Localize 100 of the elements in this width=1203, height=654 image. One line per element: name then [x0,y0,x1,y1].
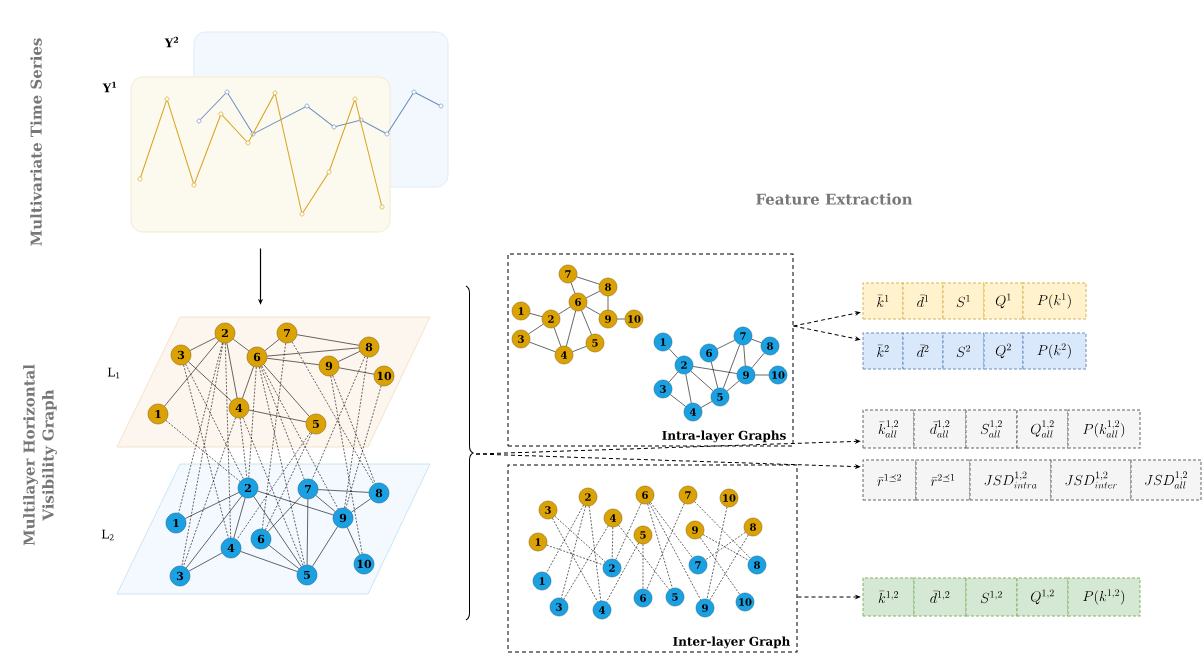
graph-edge [706,506,728,600]
node-label: Y$^{1}$ [102,81,117,93]
node-label: L [107,367,115,377]
graph-edge [181,342,224,567]
feature-cell: $S^{1}$ [942,282,985,320]
feature-cell: $S^{1,2}_{all}$ [965,409,1018,449]
graph-edge [332,375,376,484]
graph-edge [710,361,719,389]
feature-cell: $\bar{d}^{2}$ [902,332,944,370]
graph-edge [586,290,601,299]
dashed-arrow [475,453,860,469]
graph-edge [585,306,601,315]
feature-cell: $JSD^{1,2}_{inter}$ [1050,459,1132,501]
feature-cell: $\bar{r}^{1\preceq 2}$ [862,459,917,501]
graph-edge [692,366,738,374]
graph-edge [266,347,360,357]
graph-edge [242,366,254,399]
graph-edge [566,310,576,347]
graph-edge [646,503,685,590]
graph-edge [717,339,736,350]
graph-edge [317,489,370,493]
graph-edge [670,394,686,407]
node-label: L$_{2}$ [101,529,114,541]
graph-edge [700,537,741,595]
graph-edge [338,367,375,375]
graph-edge [700,401,713,408]
graph-edge [315,495,336,512]
feature-cell: $\bar{k}^{2}$ [862,332,904,370]
graph-edge [722,344,741,389]
graph-edge [236,432,311,540]
dashed-arrow [793,311,861,327]
graph-edge [337,351,361,362]
section-title: Multivariate Time Series [30,38,42,246]
graph-edge [242,417,304,566]
graph-edge [312,526,338,567]
feature-cell: $P(k^{1,2})$ [1067,577,1141,617]
node-label: Y$^{2}$ [164,36,179,48]
section-title: Multilayer Horizontal Visibility Graph [23,364,57,546]
graph-edge [226,342,238,399]
graph-edge [642,543,644,590]
section-title: Feature Extraction [756,193,913,205]
graph-edge [754,374,770,376]
graph-edge [616,318,626,320]
graph-edge [576,276,600,285]
graph-edge [184,492,240,519]
graph-edge [257,490,334,516]
graph-edge [164,340,219,407]
graph-edge [296,334,360,346]
feature-cell: $S^{2}$ [942,332,985,370]
graph-edge [261,365,339,510]
graph-edge [611,526,614,560]
graph-edge [185,363,244,480]
graph-edge [529,313,543,317]
graph-edge [239,417,248,479]
graph-edge [751,352,765,369]
graph-edge [685,373,692,404]
feature-cell: $\bar{k}^{1,2}_{all}$ [862,409,915,449]
graph-edge [240,551,298,572]
graph-edge [265,432,312,531]
dashed-arrow [797,595,860,599]
feature-cell: $P(k^{1})$ [1022,282,1087,320]
graph-edge [253,496,302,567]
graph-edge [264,339,280,351]
graph-edge [554,515,606,563]
graph-edge [561,505,586,599]
graph-edge [552,517,598,603]
graph-edge [743,344,746,367]
graph-edge [346,527,361,555]
feature-cell: $Q^{1}$ [983,282,1024,320]
graph-edge [262,342,287,530]
feature-cell: $\bar{r}^{2\preceq 1}$ [915,459,971,501]
graph-edge [260,366,305,480]
graph-edge [311,356,366,480]
graph-edge [189,337,217,351]
graph-edge [306,498,309,566]
feature-cell: $JSD^{1,2}_{intra}$ [969,459,1052,501]
graph-edge [248,409,307,423]
feature-cell: $JSD^{1,2}_{all}$ [1130,459,1202,501]
graph-edge [751,338,762,344]
feature-cell: $\bar{d}^{1,2}_{all}$ [913,409,967,449]
feature-cell: $\bar{k}^{1,2}$ [862,577,915,617]
feature-cell: $Q^{1,2}$ [1016,577,1069,617]
graph-edge [558,306,571,315]
graph-edge [572,346,587,352]
feature-cell: $P(k^{2})$ [1022,332,1087,370]
feature-cell: $Q^{2}$ [983,332,1024,370]
graph-edge [233,497,246,539]
graph-edge [225,342,231,539]
graph-edge [668,371,679,383]
graph-edge [263,364,310,417]
graph-edge [668,348,679,359]
graph-edge [528,323,544,335]
graph-edge [183,417,236,567]
graph-edge [726,380,740,392]
graph-edge [650,502,693,558]
graph-edge [185,495,243,569]
graph-edge [546,504,584,574]
graph-edge [267,496,302,532]
feature-cell: $\bar{d}^{1,2}$ [913,577,967,617]
graph-edge [330,375,363,555]
